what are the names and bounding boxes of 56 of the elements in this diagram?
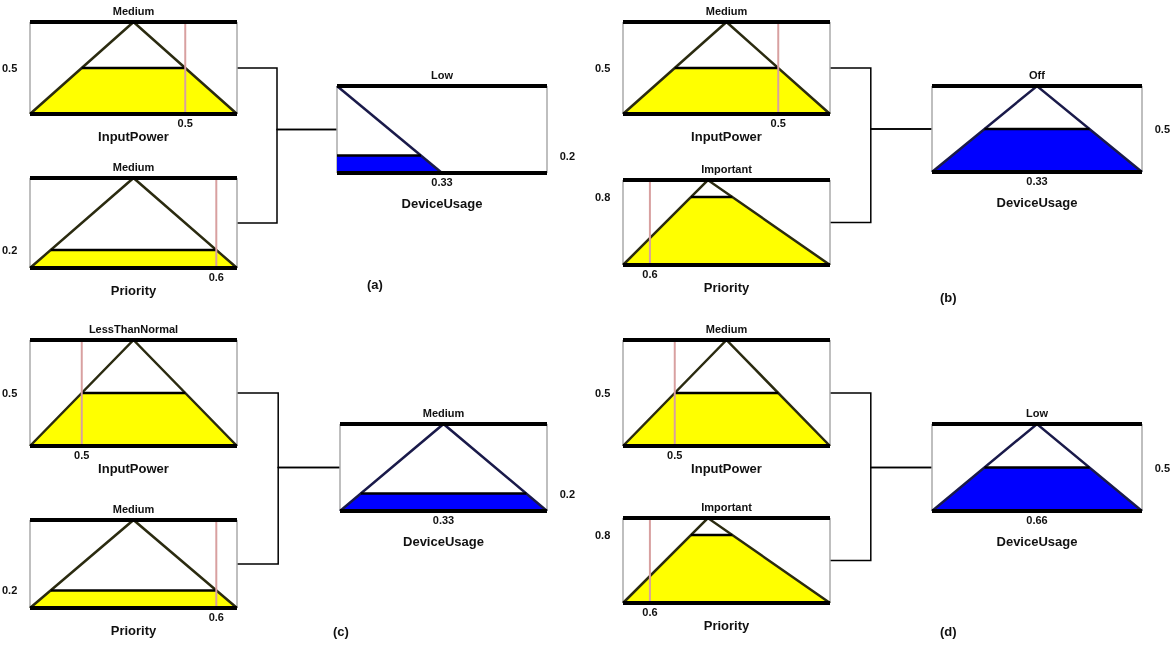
set-name: Medium [705, 323, 748, 336]
set-name: Medium [422, 407, 465, 420]
input-value: 0.6 [642, 606, 658, 619]
variable-name: InputPower [691, 461, 762, 476]
membership-degree: 0.8 [595, 529, 611, 542]
membership-degree: 0.2 [2, 584, 18, 598]
input-value: 0.66 [1026, 514, 1048, 527]
membership-degree: 0.5 [2, 387, 18, 400]
panel-label: (c) [333, 624, 349, 639]
connector-line [236, 128, 338, 224]
input-value: 0.33 [432, 514, 455, 527]
set-name: Important [701, 501, 752, 514]
membership-degree: 0.8 [595, 191, 611, 204]
variable-name: DeviceUsage [403, 534, 484, 549]
variable-name: Priority [110, 283, 157, 298]
panel-label: (b) [940, 290, 957, 305]
input-value: 0.33 [1026, 175, 1048, 188]
variable-name: Priority [703, 618, 750, 633]
set-name: Medium [112, 161, 155, 174]
membership-degree: 0.5 [2, 62, 18, 75]
input-value: 0.6 [642, 268, 658, 281]
variable-name: InputPower [691, 129, 762, 144]
panel-label: (a) [367, 277, 383, 292]
input-value: 0.5 [177, 117, 193, 130]
connector-line [829, 466, 933, 562]
variable-name: DeviceUsage [401, 196, 483, 211]
membership-degree: 0.2 [559, 149, 575, 163]
set-name: Medium [112, 5, 155, 18]
set-name: Important [701, 163, 752, 176]
membership-degree: 0.5 [1154, 123, 1170, 136]
variable-name: DeviceUsage [996, 534, 1078, 549]
set-name: LessThanNormal [88, 323, 179, 336]
membership-degree: 0.2 [2, 244, 18, 257]
variable-name: InputPower [98, 129, 169, 144]
connector-line [236, 466, 341, 565]
membership-degree: 0.5 [595, 62, 611, 75]
membership-degree: 0.5 [595, 387, 611, 400]
connector-line [829, 128, 933, 224]
set-name: Low [431, 69, 453, 82]
input-value: 0.5 [74, 449, 90, 462]
input-value: 0.6 [208, 611, 224, 624]
input-value: 0.5 [667, 449, 683, 462]
panel-label: (d) [940, 624, 957, 639]
variable-name: Priority [703, 280, 750, 295]
set-name: Medium [112, 503, 155, 516]
variable-name: InputPower [98, 461, 169, 476]
input-value: 0.5 [770, 117, 786, 130]
membership-degree: 0.2 [559, 487, 575, 501]
set-name: Medium [705, 5, 748, 18]
input-value: 0.33 [431, 176, 453, 189]
variable-name: DeviceUsage [996, 195, 1078, 210]
membership-degree: 0.5 [1154, 461, 1170, 475]
set-name: Off [1029, 69, 1045, 82]
variable-name: Priority [110, 623, 157, 638]
set-name: Low [1026, 407, 1048, 420]
input-value: 0.6 [208, 271, 224, 284]
